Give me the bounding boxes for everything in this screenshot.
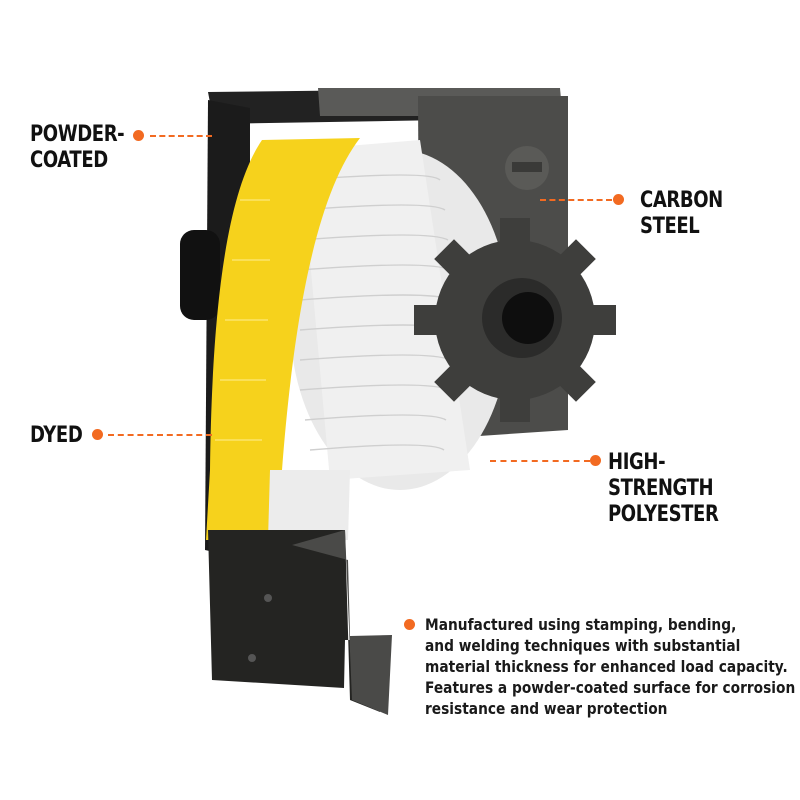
description-line-2: and welding techniques with substantial (425, 636, 741, 655)
callout-high-strength-line2: POLYESTER (608, 502, 719, 527)
callout-dyed-line1: DYED (30, 423, 83, 448)
description-text: Manufactured using stamping, bending, an… (425, 614, 796, 719)
callout-high-strength-line (490, 460, 590, 462)
callout-carbon-steel-line1: CARBON (640, 188, 723, 213)
description-line-1: Manufactured using stamping, bending, (425, 615, 737, 634)
callout-carbon-steel-dot (613, 194, 624, 205)
description-bullet-dot (404, 619, 415, 630)
callout-powder-coated-line1: POWDER- (30, 122, 125, 147)
callout-high-strength-line1: HIGH-STRENGTH (608, 450, 714, 501)
callout-dyed: DYED (30, 423, 83, 449)
description-line-3: material thickness for enhanced load cap… (425, 657, 788, 676)
webbing-roll-side (300, 140, 470, 480)
callout-powder-coated-line2: COATED (30, 148, 108, 173)
callout-high-strength: HIGH-STRENGTH POLYESTER (608, 450, 765, 528)
winch-axle-left (180, 230, 220, 320)
strap-white (268, 470, 350, 540)
callout-carbon-steel-line2: STEEL (640, 214, 700, 239)
callout-carbon-steel-line (540, 199, 612, 201)
callout-powder-coated-line (150, 135, 212, 137)
hook-bracket (208, 530, 390, 712)
callout-carbon-steel: CARBON STEEL (640, 188, 723, 240)
description-line-4: Features a powder-coated surface for cor… (425, 678, 796, 697)
description-line-5: resistance and wear protection (425, 699, 668, 718)
callout-powder-coated: POWDER- COATED (30, 122, 125, 174)
callout-high-strength-dot (590, 455, 601, 466)
callout-dyed-dot (92, 429, 103, 440)
callout-dyed-line (108, 434, 212, 436)
bracket-hole (264, 594, 272, 602)
callout-powder-coated-dot (133, 130, 144, 141)
hook-bracket-steel (292, 530, 392, 715)
sprocket-hub-inner (502, 292, 554, 344)
